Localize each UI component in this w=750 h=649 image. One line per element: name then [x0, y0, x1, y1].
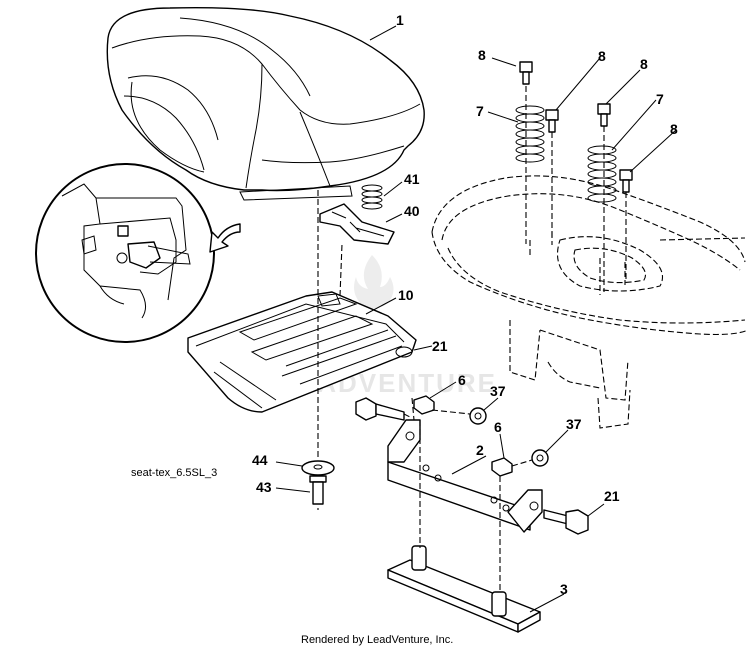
callout-37-top: 37 [490, 383, 506, 399]
bracket-40 [319, 203, 395, 245]
tractor-frame [431, 175, 749, 429]
callout-21-top: 21 [432, 338, 448, 354]
callout-10: 10 [398, 287, 414, 303]
callout-8-d: 8 [670, 121, 678, 137]
switch-detail [35, 163, 241, 343]
seat-pan [187, 291, 417, 413]
callout-7-right: 7 [656, 91, 664, 107]
callout-6-top: 6 [458, 372, 466, 388]
callout-7-left: 7 [476, 103, 484, 119]
diagram-code: seat-tex_6.5SL_3 [131, 467, 217, 479]
assembly-lines [317, 86, 627, 592]
callout-1: 1 [396, 12, 404, 28]
base-plate [387, 545, 541, 633]
callout-8-b: 8 [598, 48, 606, 64]
spring-41 [361, 184, 383, 210]
footer-credit: Rendered by LeadVenture, Inc. [301, 634, 453, 646]
callout-21-bottom: 21 [604, 488, 620, 504]
callout-44: 44 [252, 452, 268, 468]
callout-8-c: 8 [640, 56, 648, 72]
leader-lines [275, 25, 677, 613]
callout-labels: 1 41 40 10 21 6 37 2 6 37 44 43 21 3 8 8… [252, 12, 678, 597]
spring-7-right [587, 145, 617, 203]
callout-41: 41 [404, 171, 420, 187]
seat [106, 6, 425, 201]
hardware [301, 61, 633, 535]
callout-43: 43 [256, 479, 272, 495]
spring-7-left [515, 105, 545, 163]
callout-37-bottom: 37 [566, 416, 582, 432]
callout-6-bottom: 6 [494, 419, 502, 435]
callout-8-a: 8 [478, 47, 486, 63]
callout-3: 3 [560, 581, 568, 597]
callout-40: 40 [404, 203, 420, 219]
mount-bracket [387, 419, 543, 533]
callout-2: 2 [476, 442, 484, 458]
